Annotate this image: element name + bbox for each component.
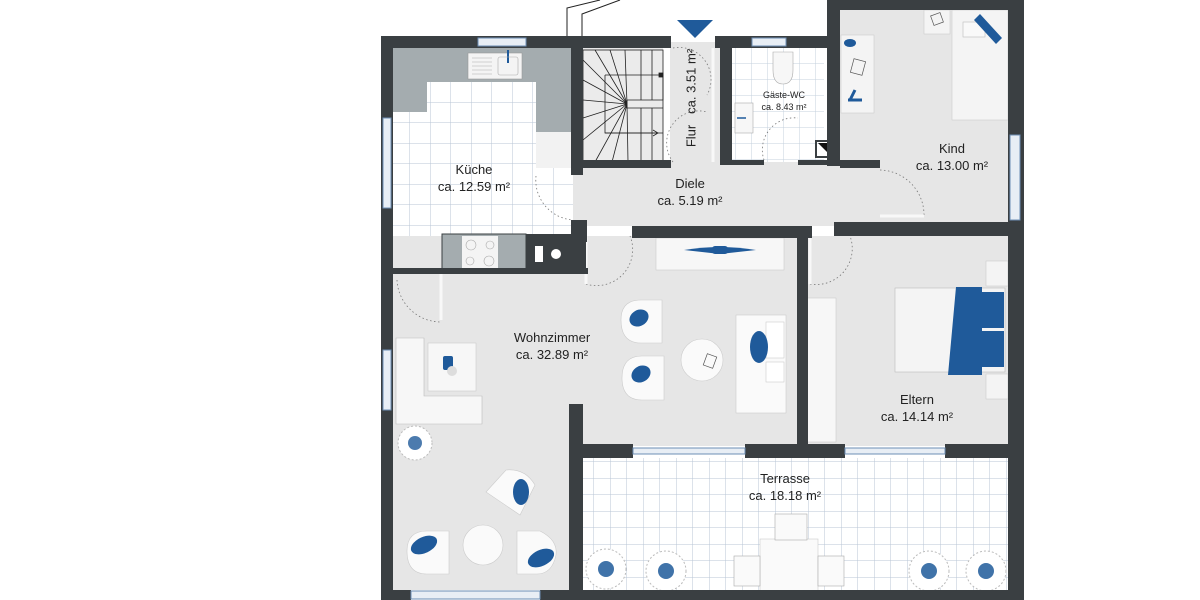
sink [467, 52, 523, 80]
kind-furniture [840, 9, 1009, 121]
armchair [485, 469, 536, 516]
corner-bench [395, 337, 483, 425]
room-area: ca. 32.89 m² [515, 347, 589, 362]
wc-fixtures [734, 51, 833, 158]
room-area: ca. 14.14 m² [880, 409, 954, 424]
plant [965, 550, 1007, 592]
living-furniture [395, 237, 787, 575]
room-area: ca. 18.18 m² [748, 488, 822, 503]
plant [645, 550, 687, 592]
plant [585, 548, 627, 590]
fridge-unit [536, 132, 573, 168]
terrace-table [759, 538, 819, 598]
kitchen-counter [393, 48, 573, 168]
plant [397, 425, 433, 461]
room-label-terrasse: Terrasse ca. 18.18 m² [749, 470, 821, 504]
side-table [462, 524, 504, 566]
room-name: Diele [675, 176, 705, 191]
room-label-eltern: Eltern ca. 14.14 m² [881, 391, 953, 425]
room-label-wohnzimmer: Wohnzimmer ca. 32.89 m² [514, 329, 590, 363]
diele-floor [573, 162, 1008, 226]
armchair [621, 355, 665, 401]
room-label-diele: Diele ca. 5.19 m² [657, 175, 722, 209]
kitchen-fixtures [393, 48, 573, 271]
room-label-gaeste-wc: Gäste-WC ca. 8.43 m² [761, 89, 806, 113]
room-area: ca. 12.59 m² [437, 179, 511, 194]
room-name: Flur [683, 124, 699, 148]
nightstand [985, 260, 1009, 287]
armchair [620, 299, 663, 344]
room-area: ca. 3.51 m² [683, 48, 699, 114]
room-name: Kind [938, 141, 966, 156]
room-name: Gäste-WC [762, 90, 805, 100]
room-name: Küche [455, 162, 493, 177]
staircase [566, 0, 664, 163]
nightstand [985, 373, 1009, 400]
armchair [516, 530, 557, 575]
room-area: ca. 8.43 m² [761, 102, 807, 112]
wardrobe [805, 297, 837, 443]
cooktop [462, 236, 498, 268]
room-area: ca. 13.00 m² [915, 158, 989, 173]
room-area: ca. 5.19 m² [657, 193, 723, 208]
terrace-furniture [585, 513, 1007, 598]
armchair [406, 530, 450, 575]
plant [908, 550, 950, 592]
toilet [772, 51, 794, 85]
door-swings [396, 47, 925, 323]
room-name: Terrasse [760, 471, 810, 486]
eltern-furniture [805, 260, 1009, 443]
room-label-kueche: Küche ca. 12.59 m² [438, 161, 510, 195]
room-label-flur: Flur ca. 3.51 m² [683, 49, 700, 147]
room-label-kind: Kind ca. 13.00 m² [916, 140, 988, 174]
entrance-arrow-icon [677, 20, 713, 38]
windows [382, 37, 1021, 600]
room-name: Eltern [900, 392, 934, 407]
coffee-table [680, 338, 724, 382]
room-name: Wohnzimmer [513, 330, 591, 345]
